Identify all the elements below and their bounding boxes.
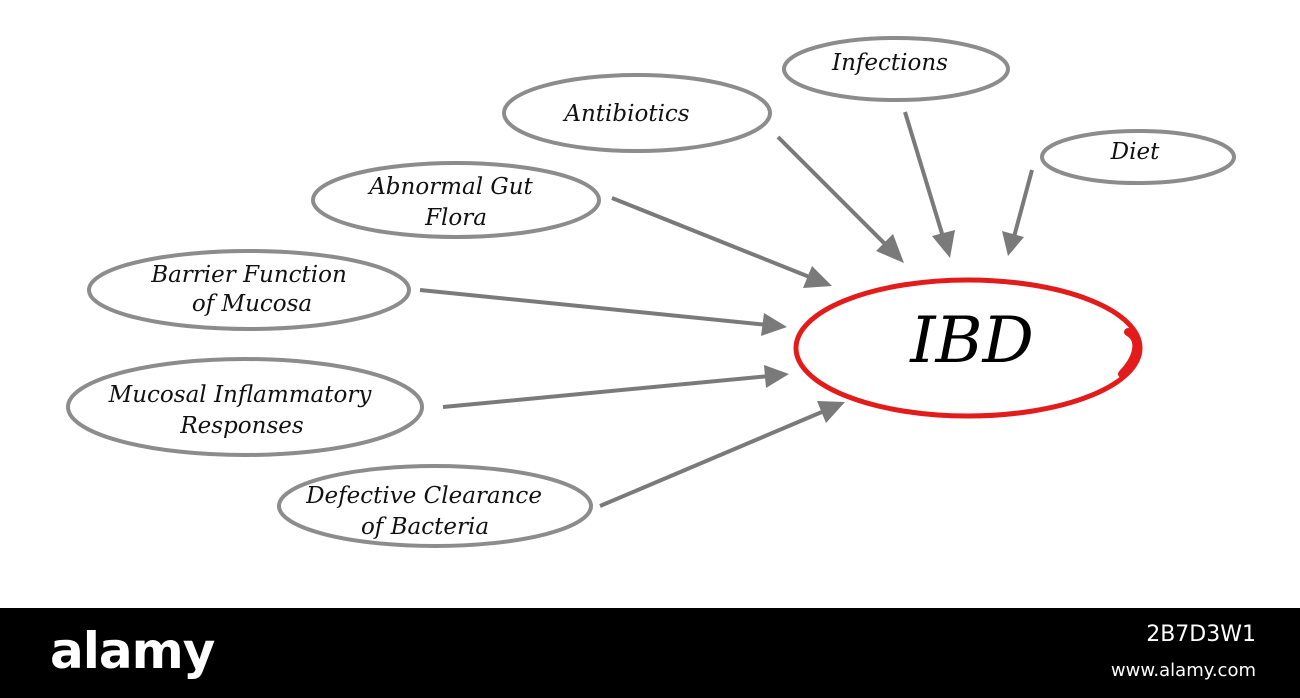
node-antibiotics-ellipse (502, 73, 772, 153)
brand-logo: alamy (50, 622, 215, 680)
arrowhead-mucosal-inflammatory (764, 365, 789, 388)
node-mucosal-inflammatory: Mucosal Inflammatory Responses (66, 357, 424, 457)
arrowhead-defective-clearance (817, 401, 845, 423)
watermark-footer: alamy 2B7D3W1 www.alamy.com (0, 608, 1300, 698)
ibd-causes-diagram: Antibiotics Infections Diet Abnormal Gut… (66, 36, 1236, 548)
node-barrier-function-label-line2: of Mucosa (192, 291, 312, 317)
arrow-antibiotics (776, 135, 899, 258)
image-id: 2B7D3W1 (1146, 622, 1256, 647)
node-defective-clearance-ellipse (277, 464, 593, 548)
center-node-brush-tail (1118, 328, 1141, 378)
node-diet: Diet (1040, 129, 1236, 185)
node-antibiotics: Antibiotics (502, 73, 772, 153)
arrowhead-infections (932, 230, 955, 258)
arrowheads (761, 230, 1024, 423)
node-mucosal-inflammatory-ellipse (66, 357, 424, 457)
node-infections-label: Infections (831, 50, 948, 76)
arrow-infections (903, 111, 949, 251)
node-barrier-function: Barrier Function of Mucosa (87, 249, 411, 331)
arrowhead-barrier-function (761, 313, 787, 336)
node-barrier-function-label-line1: Barrier Function (150, 262, 347, 288)
center-node-ibd: IBD (793, 277, 1143, 419)
center-node-label: IBD (909, 304, 1034, 378)
stock-url: www.alamy.com (1110, 660, 1256, 681)
node-antibiotics-label: Antibiotics (562, 101, 689, 127)
arrow-mucosal-inflammatory (442, 373, 781, 409)
node-infections: Infections (782, 36, 1010, 102)
node-infections-ellipse (782, 36, 1010, 102)
node-diet-ellipse (1040, 129, 1236, 185)
node-mucosal-inflammatory-label-line2: Responses (179, 413, 304, 439)
arrowhead-abnormal-gut-flora (803, 266, 832, 288)
node-barrier-function-ellipse (87, 249, 411, 331)
node-mucosal-inflammatory-label-line1: Mucosal Inflammatory (108, 382, 373, 408)
arrow-barrier-function (419, 288, 779, 328)
arrows (419, 111, 1034, 508)
arrow-abnormal-gut-flora (611, 196, 823, 284)
node-abnormal-gut-flora: Abnormal Gut Flora (311, 161, 601, 239)
node-defective-clearance-label-line1: Defective Clearance (305, 483, 542, 509)
node-defective-clearance-label-line2: of Bacteria (361, 514, 489, 540)
arrow-defective-clearance (599, 404, 837, 508)
node-defective-clearance: Defective Clearance of Bacteria (277, 464, 593, 548)
node-abnormal-gut-flora-ellipse (311, 161, 601, 239)
node-abnormal-gut-flora-label-line2: Flora (424, 205, 487, 231)
node-abnormal-gut-flora-label-line1: Abnormal Gut (367, 174, 533, 200)
node-diet-label: Diet (1110, 139, 1160, 165)
arrowhead-antibiotics (876, 234, 904, 263)
arrowhead-diet (1002, 231, 1024, 256)
